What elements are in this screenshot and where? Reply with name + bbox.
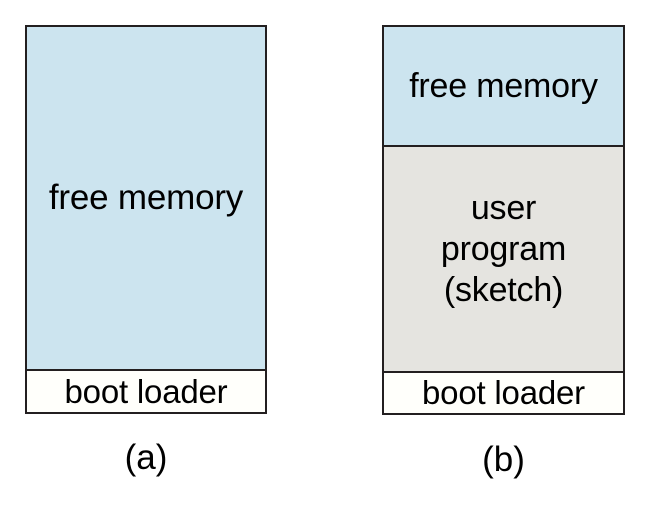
memory-segment-free-memory-b: free memory: [384, 27, 623, 145]
memory-segment-boot-loader-b: boot loader: [384, 371, 623, 413]
memory-segment-label: free memory: [48, 177, 244, 217]
memory-segment-free-memory-a: free memory: [27, 27, 265, 369]
memory-segment-label: boot loader: [422, 374, 585, 411]
memory-segment-label: user program (sketch): [440, 188, 567, 309]
memory-segment-user-program: user program (sketch): [384, 145, 623, 371]
memory-segment-label: free memory: [409, 66, 598, 105]
memory-map-a: free memory boot loader: [25, 25, 267, 414]
memory-map-b: free memory user program (sketch) boot l…: [382, 25, 625, 415]
memory-segment-label: boot loader: [64, 372, 228, 410]
figure-caption-b: (b): [482, 440, 525, 479]
figure-caption-a: (a): [124, 438, 168, 477]
memory-segment-boot-loader-a: boot loader: [27, 369, 265, 412]
